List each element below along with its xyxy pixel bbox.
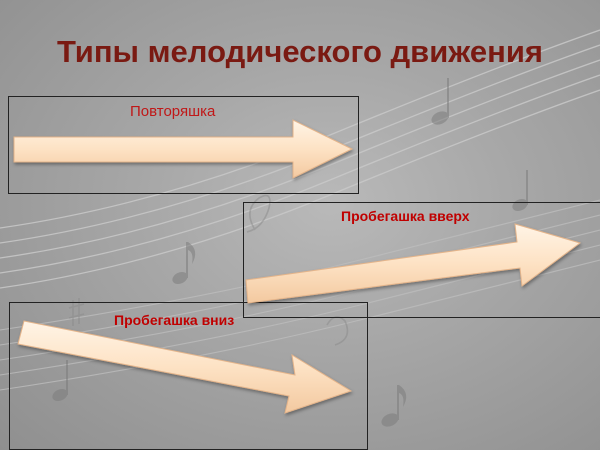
label-run-down: Пробегашка вниз [114,312,235,328]
label-run-up: Пробегашка вверх [341,208,470,224]
frame-repeat [8,96,359,194]
slide-title: Типы мелодического движения [57,34,543,69]
label-repeat: Повторяшка [130,103,216,120]
frame-run-up [243,202,600,318]
